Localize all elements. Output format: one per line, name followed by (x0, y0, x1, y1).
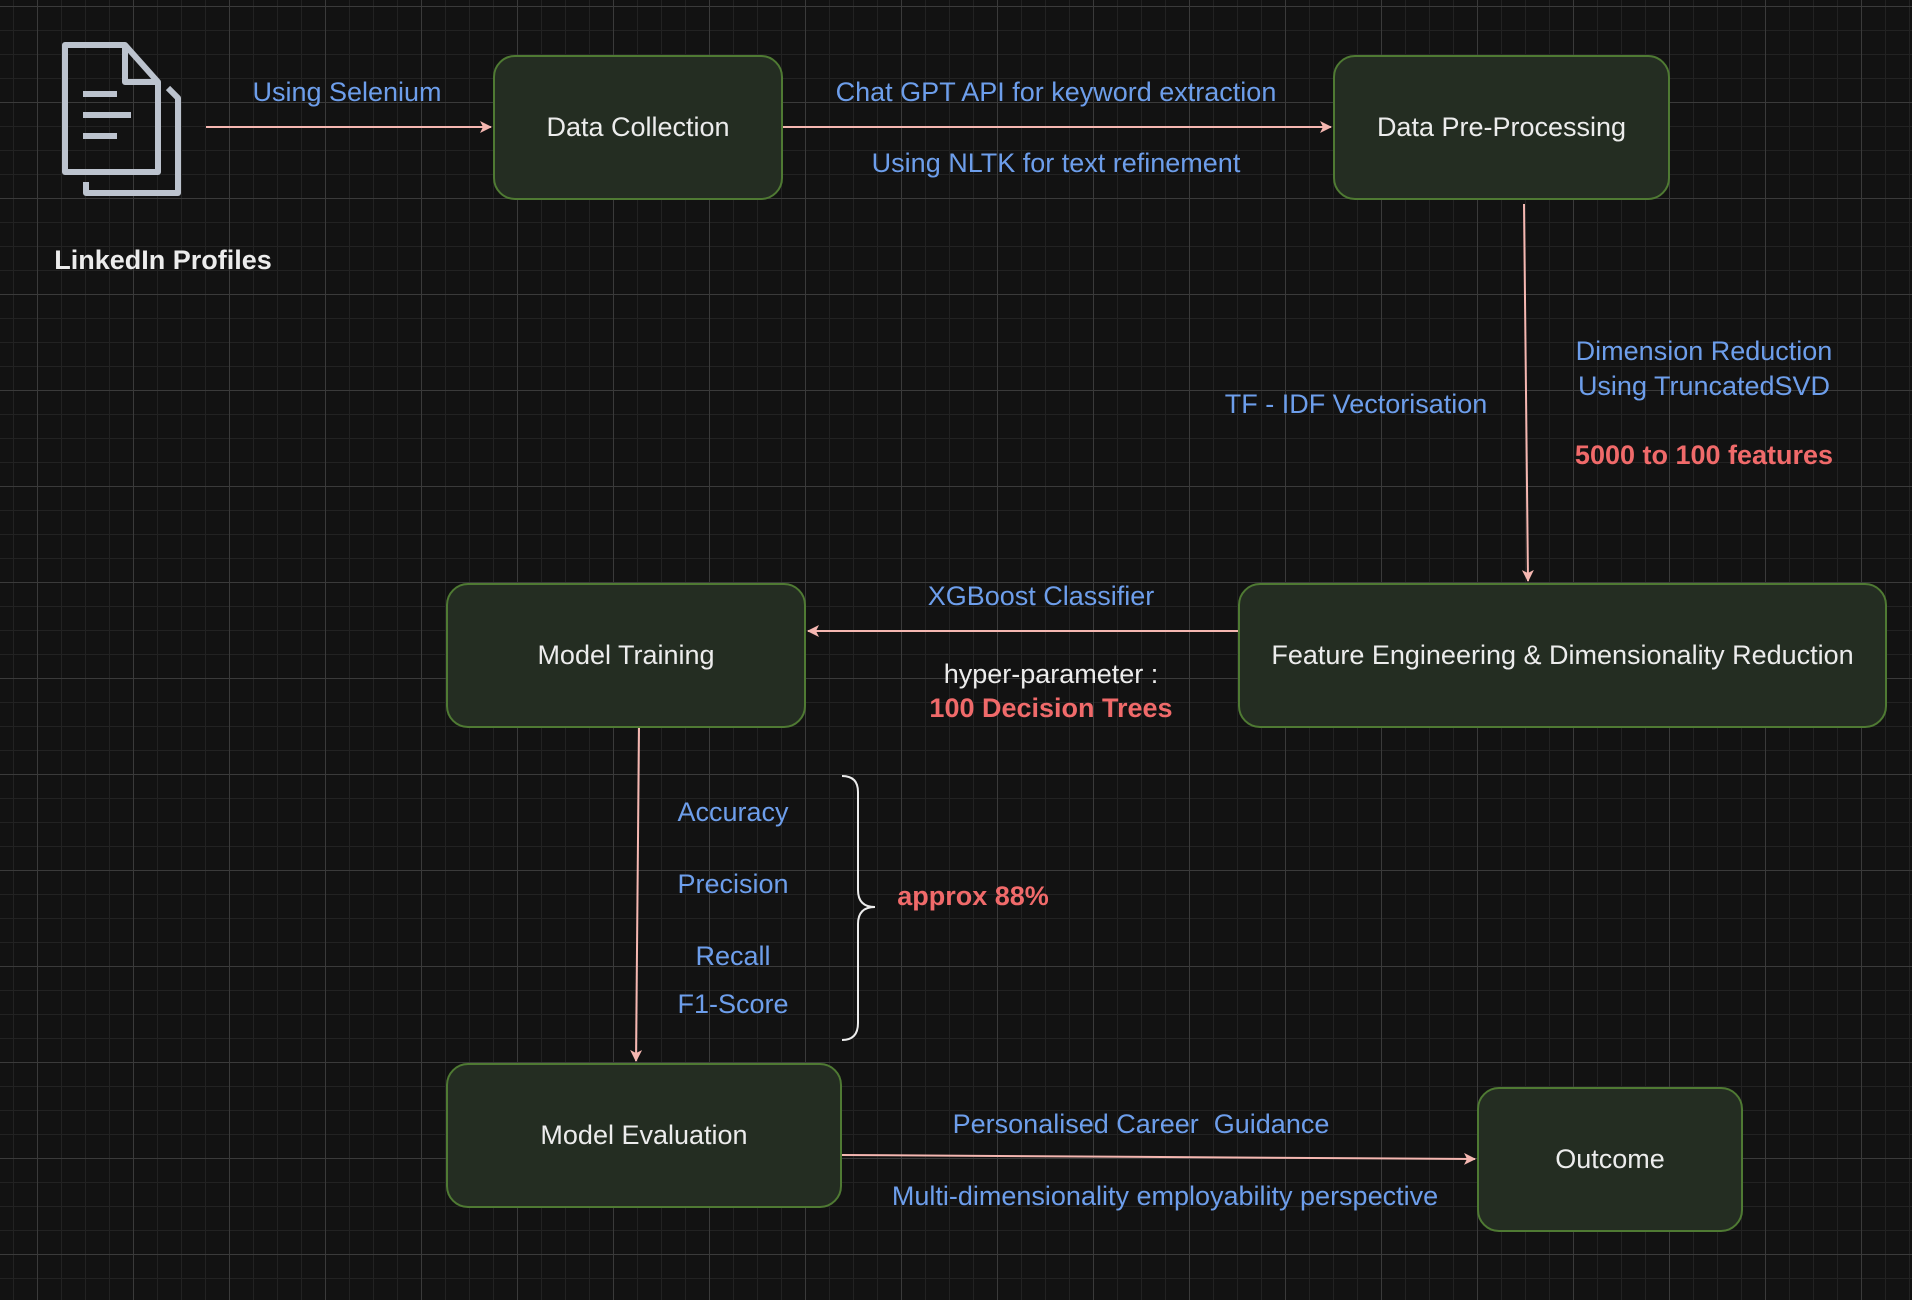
edge-preprocessing-to-feature[interactable] (1521, 203, 1534, 582)
metric-f1-score: F1-Score (677, 988, 789, 1019)
node-label: Model Training (537, 640, 715, 670)
node-label: Outcome (1555, 1144, 1665, 1174)
edge-label-chatgpt: Chat GPT API for keyword extraction (835, 76, 1277, 107)
node-feature-engineering[interactable]: Feature Engineering & Dimensionality Red… (1238, 583, 1887, 728)
edge-evaluation-to-outcome[interactable] (841, 1152, 1476, 1165)
document-stack-icon[interactable] (62, 42, 181, 196)
edge-label-tfidf: TF - IDF Vectorisation (1224, 388, 1488, 419)
node-data-collection[interactable]: Data Collection (493, 55, 783, 200)
edge-label-dimension-reduction: Dimension Reduction (1575, 335, 1833, 366)
edge-label-truncatedsvd: Using TruncatedSVD (1577, 370, 1831, 401)
edge-highlight-features: 5000 to 100 features (1574, 439, 1834, 470)
source-label: LinkedIn Profiles (54, 244, 272, 275)
node-label: Data Collection (546, 112, 730, 142)
node-label: Data Pre-Processing (1376, 112, 1627, 142)
edge-label-selenium: Using Selenium (252, 76, 442, 107)
node-label: Model Evaluation (540, 1120, 748, 1150)
metric-accuracy: Accuracy (677, 796, 789, 827)
node-label: Feature Engineering & Dimensionality Red… (1271, 640, 1854, 670)
edge-training-to-evaluation[interactable] (630, 727, 643, 1062)
metric-precision: Precision (677, 868, 789, 899)
edge-highlight-trees: 100 Decision Trees (929, 692, 1173, 723)
edge-label-nltk: Using NLTK for text refinement (871, 147, 1241, 178)
edge-label-employability: Multi-dimensionality employability persp… (891, 1180, 1439, 1211)
edge-label-career-guidance: Personalised Career Guidance (952, 1108, 1330, 1139)
metrics-highlight-score: approx 88% (897, 880, 1049, 911)
node-data-preprocessing[interactable]: Data Pre-Processing (1333, 55, 1670, 200)
node-outcome[interactable]: Outcome (1477, 1087, 1743, 1232)
edge-label-hyperparameter: hyper-parameter : (943, 658, 1159, 689)
metrics-brace (841, 775, 876, 1041)
metric-recall: Recall (695, 940, 771, 971)
edge-label-xgboost: XGBoost Classifier (927, 580, 1155, 611)
node-model-training[interactable]: Model Training (446, 583, 806, 728)
node-model-evaluation[interactable]: Model Evaluation (446, 1063, 842, 1208)
